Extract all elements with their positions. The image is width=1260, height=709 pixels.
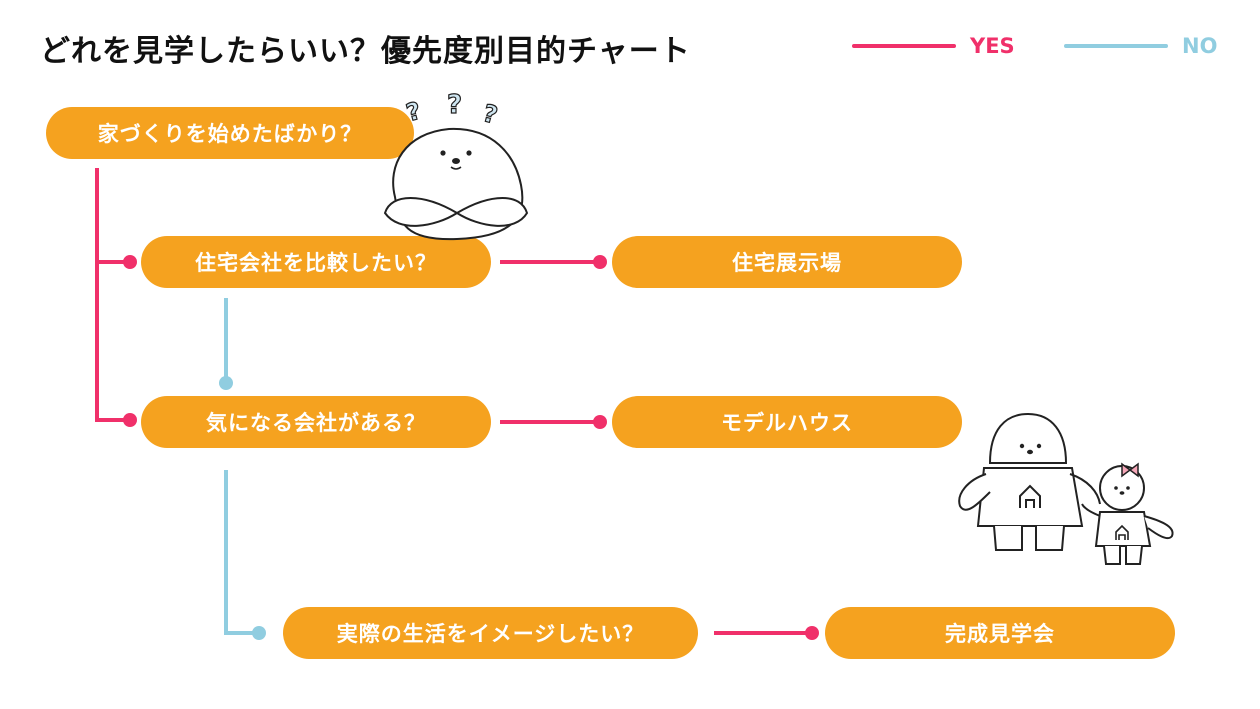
answer-node-a2: モデルハウス	[612, 396, 962, 448]
yes-dot-a3	[805, 626, 819, 640]
thinking-bear-illustration: ? ? ?	[383, 89, 529, 241]
yes-dot-q2	[123, 255, 137, 269]
yes-dot-a2	[593, 415, 607, 429]
legend-no-label: NO	[1182, 34, 1218, 58]
yes-link-q1-q3	[95, 262, 128, 422]
ribbon-icon	[1121, 462, 1139, 478]
question-mark-icon: ?	[447, 90, 462, 120]
question-mark-icon: ?	[403, 96, 424, 127]
no-dot-q4	[252, 626, 266, 640]
question-node-q2: 住宅会社を比較したい？	[141, 236, 491, 288]
question-node-q3: 気になる会社がある？	[141, 396, 491, 448]
yes-dot-a1	[593, 255, 607, 269]
legend-no-line	[1064, 44, 1168, 48]
no-dot-q3	[219, 376, 233, 390]
yes-dot-q3	[123, 413, 137, 427]
no-link-q3-q4	[224, 470, 256, 635]
question-node-q4: 実際の生活をイメージしたい？	[283, 607, 698, 659]
yes-link-q1-q2	[95, 168, 128, 264]
legend-yes-label: YES	[970, 34, 1015, 58]
question-mark-icon: ?	[480, 99, 501, 130]
answer-node-a3: 完成見学会	[825, 607, 1175, 659]
answer-node-a1: 住宅展示場	[612, 236, 962, 288]
legend-yes-line	[852, 44, 956, 48]
page-title: どれを見学したらいい？優先度別目的チャート	[40, 34, 691, 69]
bear-family-illustration	[958, 412, 1174, 565]
question-node-q1: 家づくりを始めたばかり？	[46, 107, 414, 159]
